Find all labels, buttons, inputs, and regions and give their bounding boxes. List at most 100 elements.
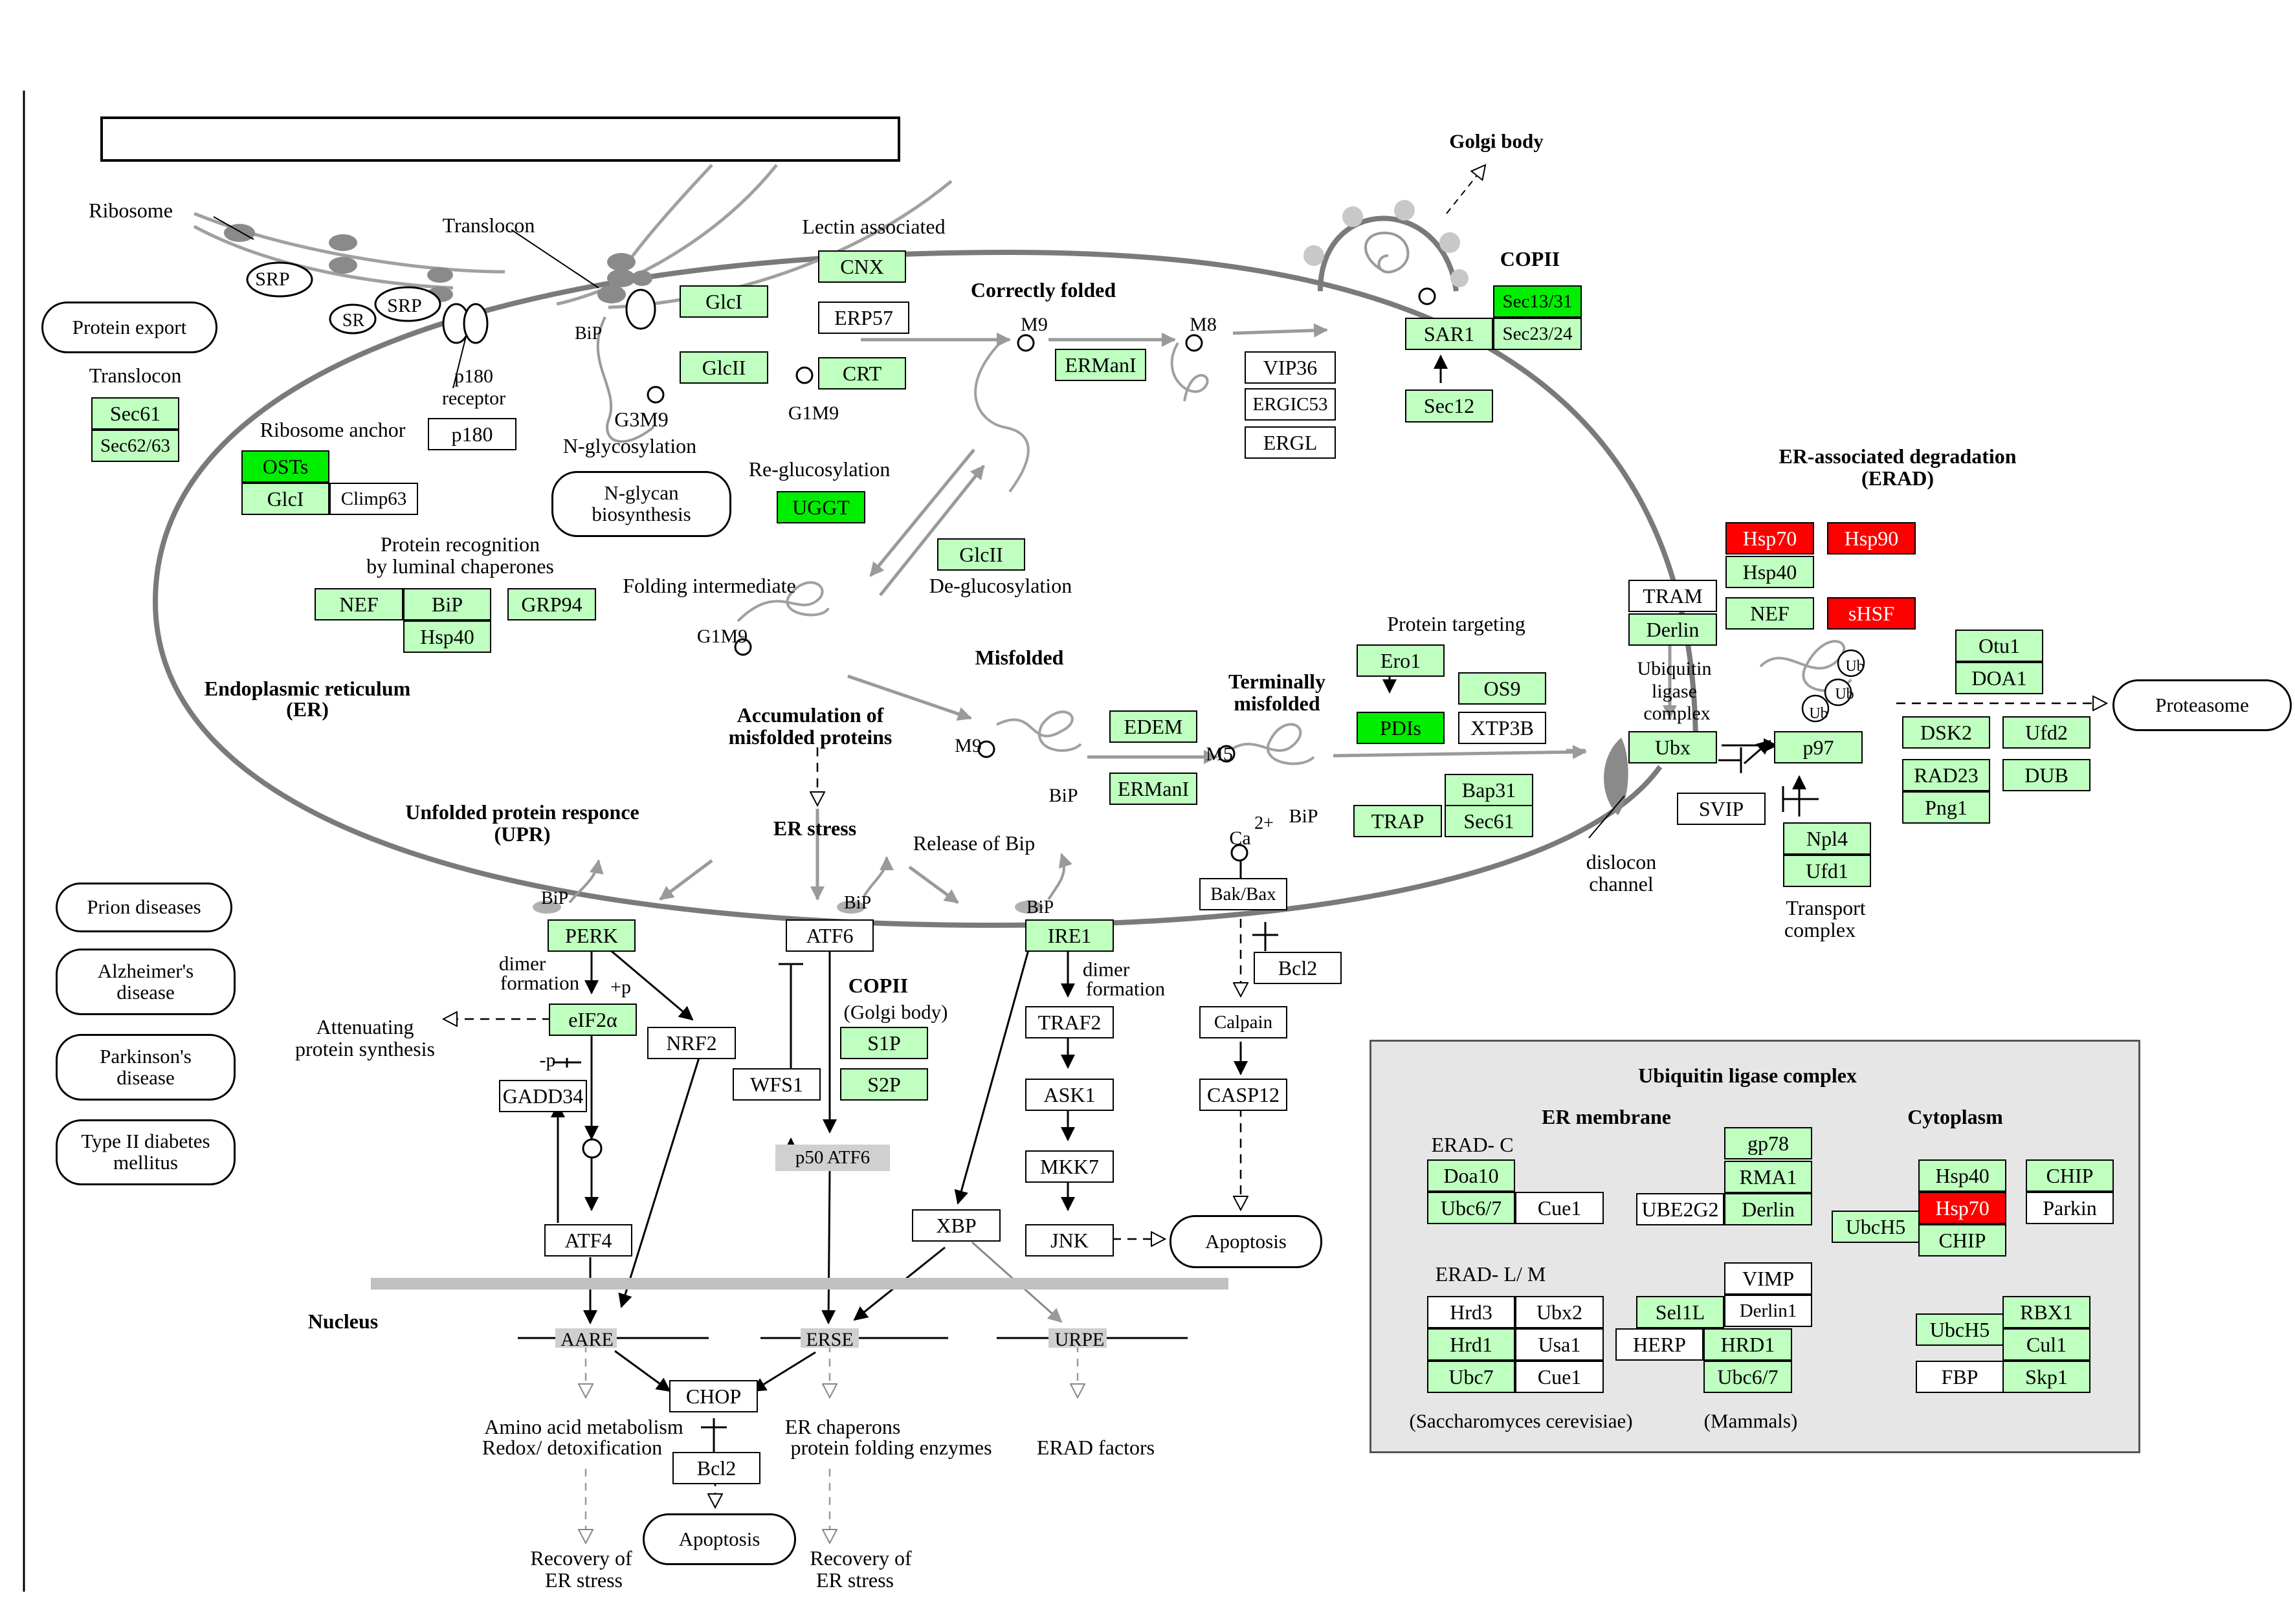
- gene-box-ergic53[interactable]: ERGIC53: [1245, 388, 1336, 421]
- gene-box-hsp70-a[interactable]: Hsp70: [1725, 522, 1814, 554]
- gene-box-ermani-a[interactable]: ERManI: [1055, 349, 1146, 381]
- pathway-link-apoptosis-b[interactable]: Apoptosis: [643, 1513, 796, 1565]
- gene-box-calpain[interactable]: Calpain: [1199, 1006, 1287, 1038]
- gene-box-ubc67-b[interactable]: Ubc6/7: [1703, 1361, 1792, 1393]
- gene-box-shsf[interactable]: sHSF: [1827, 597, 1916, 630]
- gene-box-traf2[interactable]: TRAF2: [1025, 1006, 1114, 1038]
- gene-box-ergl[interactable]: ERGL: [1245, 426, 1336, 459]
- gene-box-usa1[interactable]: Usa1: [1515, 1328, 1604, 1361]
- gene-box-casp12[interactable]: CASP12: [1199, 1079, 1287, 1111]
- gene-box-bcl2-b[interactable]: Bcl2: [672, 1452, 760, 1484]
- gene-box-fbp[interactable]: FBP: [1916, 1361, 2004, 1393]
- pathway-link-prion[interactable]: Prion diseases: [56, 883, 232, 932]
- gene-box-vip36[interactable]: VIP36: [1245, 351, 1336, 384]
- gene-box-ubch5-b[interactable]: UbcH5: [1916, 1313, 2004, 1346]
- gene-box-jnk[interactable]: JNK: [1025, 1224, 1114, 1256]
- pathway-link-protein-export[interactable]: Protein export: [41, 302, 217, 353]
- gene-box-parkin[interactable]: Parkin: [2026, 1192, 2114, 1224]
- gene-box-ufd1[interactable]: Ufd1: [1783, 855, 1871, 887]
- gene-box-rbx1[interactable]: RBX1: [2002, 1296, 2090, 1328]
- gene-box-p180[interactable]: p180: [428, 418, 516, 450]
- gene-box-hrd1[interactable]: HRD1: [1703, 1328, 1792, 1361]
- gene-box-ire1[interactable]: IRE1: [1025, 919, 1114, 952]
- gene-box-edem[interactable]: EDEM: [1109, 710, 1197, 743]
- gene-box-svip[interactable]: SVIP: [1677, 793, 1766, 825]
- pathway-link-parkinson[interactable]: Parkinson's disease: [56, 1034, 236, 1101]
- gene-box-ube2g2[interactable]: UBE2G2: [1636, 1193, 1724, 1225]
- gene-box-sec62-63[interactable]: Sec62/63: [91, 430, 179, 462]
- gene-box-npl4[interactable]: Npl4: [1783, 822, 1871, 855]
- gene-box-rad23[interactable]: RAD23: [1902, 759, 1990, 791]
- pathway-link-proteasome[interactable]: Proteasome: [2112, 679, 2292, 731]
- gene-box-bap31[interactable]: Bap31: [1445, 774, 1533, 806]
- gene-box-sel1l[interactable]: Sel1L: [1636, 1296, 1724, 1328]
- gene-box-mkk7[interactable]: MKK7: [1025, 1150, 1114, 1183]
- gene-box-doa1[interactable]: DOA1: [1955, 662, 2043, 694]
- gene-box-png1[interactable]: Png1: [1902, 791, 1990, 824]
- gene-box-derlin-a[interactable]: Derlin: [1628, 613, 1717, 646]
- gene-box-erp57[interactable]: ERP57: [818, 302, 909, 334]
- gene-box-derlin1[interactable]: Derlin1: [1724, 1295, 1812, 1327]
- gene-box-glcii-a[interactable]: GlcII: [680, 351, 768, 384]
- gene-box-p50atf6[interactable]: p50 ATF6: [775, 1145, 890, 1171]
- gene-box-osts[interactable]: OSTs: [241, 450, 329, 483]
- gene-box-bip-box[interactable]: BiP: [403, 588, 491, 620]
- gene-box-ubc67-a[interactable]: Ubc6/7: [1427, 1192, 1515, 1224]
- gene-box-hsp90[interactable]: Hsp90: [1827, 522, 1916, 554]
- gene-box-nef-a[interactable]: NEF: [315, 588, 403, 620]
- gene-box-hsp40-c[interactable]: Hsp40: [1918, 1159, 2006, 1192]
- gene-box-herp[interactable]: HERP: [1615, 1328, 1703, 1361]
- gene-box-crt[interactable]: CRT: [818, 357, 906, 390]
- gene-box-hsp70-b[interactable]: Hsp70: [1918, 1192, 2006, 1224]
- gene-box-vimp[interactable]: VIMP: [1724, 1262, 1812, 1295]
- gene-box-ero1[interactable]: Ero1: [1357, 644, 1445, 677]
- gene-box-eif2a[interactable]: eIF2α: [549, 1004, 637, 1036]
- gene-box-sec13-31[interactable]: Sec13/31: [1493, 285, 1582, 318]
- gene-box-s1p[interactable]: S1P: [840, 1027, 928, 1059]
- gene-box-hrd3[interactable]: Hrd3: [1427, 1296, 1515, 1328]
- gene-box-cue1-a[interactable]: Cue1: [1515, 1192, 1604, 1224]
- gene-box-hsp40-b[interactable]: Hsp40: [1725, 556, 1814, 588]
- pathway-link-diabetes[interactable]: Type II diabetes mellitus: [56, 1119, 236, 1185]
- gene-box-ermani-b[interactable]: ERManI: [1109, 773, 1197, 805]
- gene-box-glcii-b[interactable]: GlcII: [937, 538, 1025, 571]
- gene-box-uggt[interactable]: UGGT: [777, 491, 865, 523]
- gene-box-doa10[interactable]: Doa10: [1427, 1159, 1515, 1192]
- gene-box-glci-b[interactable]: GlcI: [241, 483, 329, 515]
- gene-box-derlin-b[interactable]: Derlin: [1724, 1193, 1812, 1225]
- gene-box-ufd2[interactable]: Ufd2: [2002, 716, 2090, 749]
- gene-box-sec61-a[interactable]: Sec61: [91, 397, 179, 430]
- gene-box-otu1[interactable]: Otu1: [1955, 630, 2043, 662]
- gene-box-sec61-b[interactable]: Sec61: [1445, 805, 1533, 837]
- gene-box-nrf2[interactable]: NRF2: [647, 1027, 736, 1059]
- gene-box-ubx2[interactable]: Ubx2: [1515, 1296, 1604, 1328]
- gene-box-xtp3b[interactable]: XTP3B: [1458, 712, 1546, 744]
- gene-box-skp1[interactable]: Skp1: [2002, 1361, 2090, 1393]
- gene-box-os9[interactable]: OS9: [1458, 672, 1546, 705]
- gene-box-dub[interactable]: DUB: [2002, 759, 2090, 791]
- gene-box-atf4[interactable]: ATF4: [544, 1224, 632, 1256]
- gene-box-s2p[interactable]: S2P: [840, 1068, 928, 1101]
- pathway-link-apoptosis-a[interactable]: Apoptosis: [1170, 1215, 1322, 1268]
- gene-box-dsk2[interactable]: DSK2: [1902, 716, 1990, 749]
- gene-box-cue1-b[interactable]: Cue1: [1515, 1361, 1604, 1393]
- gene-box-rma1[interactable]: RMA1: [1724, 1161, 1812, 1193]
- gene-box-gadd34[interactable]: GADD34: [499, 1080, 587, 1112]
- pathway-link-n-glycan[interactable]: N-glycan biosynthesis: [551, 471, 731, 537]
- gene-box-sar1[interactable]: SAR1: [1405, 318, 1493, 350]
- gene-box-ask1[interactable]: ASK1: [1025, 1079, 1114, 1111]
- gene-box-pdis[interactable]: PDIs: [1357, 712, 1445, 744]
- gene-box-ubx-a[interactable]: Ubx: [1628, 731, 1717, 763]
- gene-box-trap[interactable]: TRAP: [1353, 805, 1442, 837]
- gene-box-xbp[interactable]: XBP: [912, 1209, 1001, 1242]
- gene-box-perk[interactable]: PERK: [548, 919, 636, 952]
- gene-box-cnx[interactable]: CNX: [818, 250, 906, 283]
- gene-box-glci-a[interactable]: GlcI: [680, 285, 768, 318]
- gene-box-gp78[interactable]: gp78: [1724, 1127, 1812, 1159]
- gene-box-sec23-24[interactable]: Sec23/24: [1493, 318, 1582, 350]
- gene-box-hrd1[interactable]: Hrd1: [1427, 1328, 1515, 1361]
- gene-box-hsp40-a[interactable]: Hsp40: [403, 620, 491, 653]
- gene-box-bcl2-a[interactable]: Bcl2: [1254, 952, 1342, 984]
- gene-box-chip-b[interactable]: CHIP: [1918, 1224, 2006, 1256]
- gene-box-sec12[interactable]: Sec12: [1405, 390, 1493, 422]
